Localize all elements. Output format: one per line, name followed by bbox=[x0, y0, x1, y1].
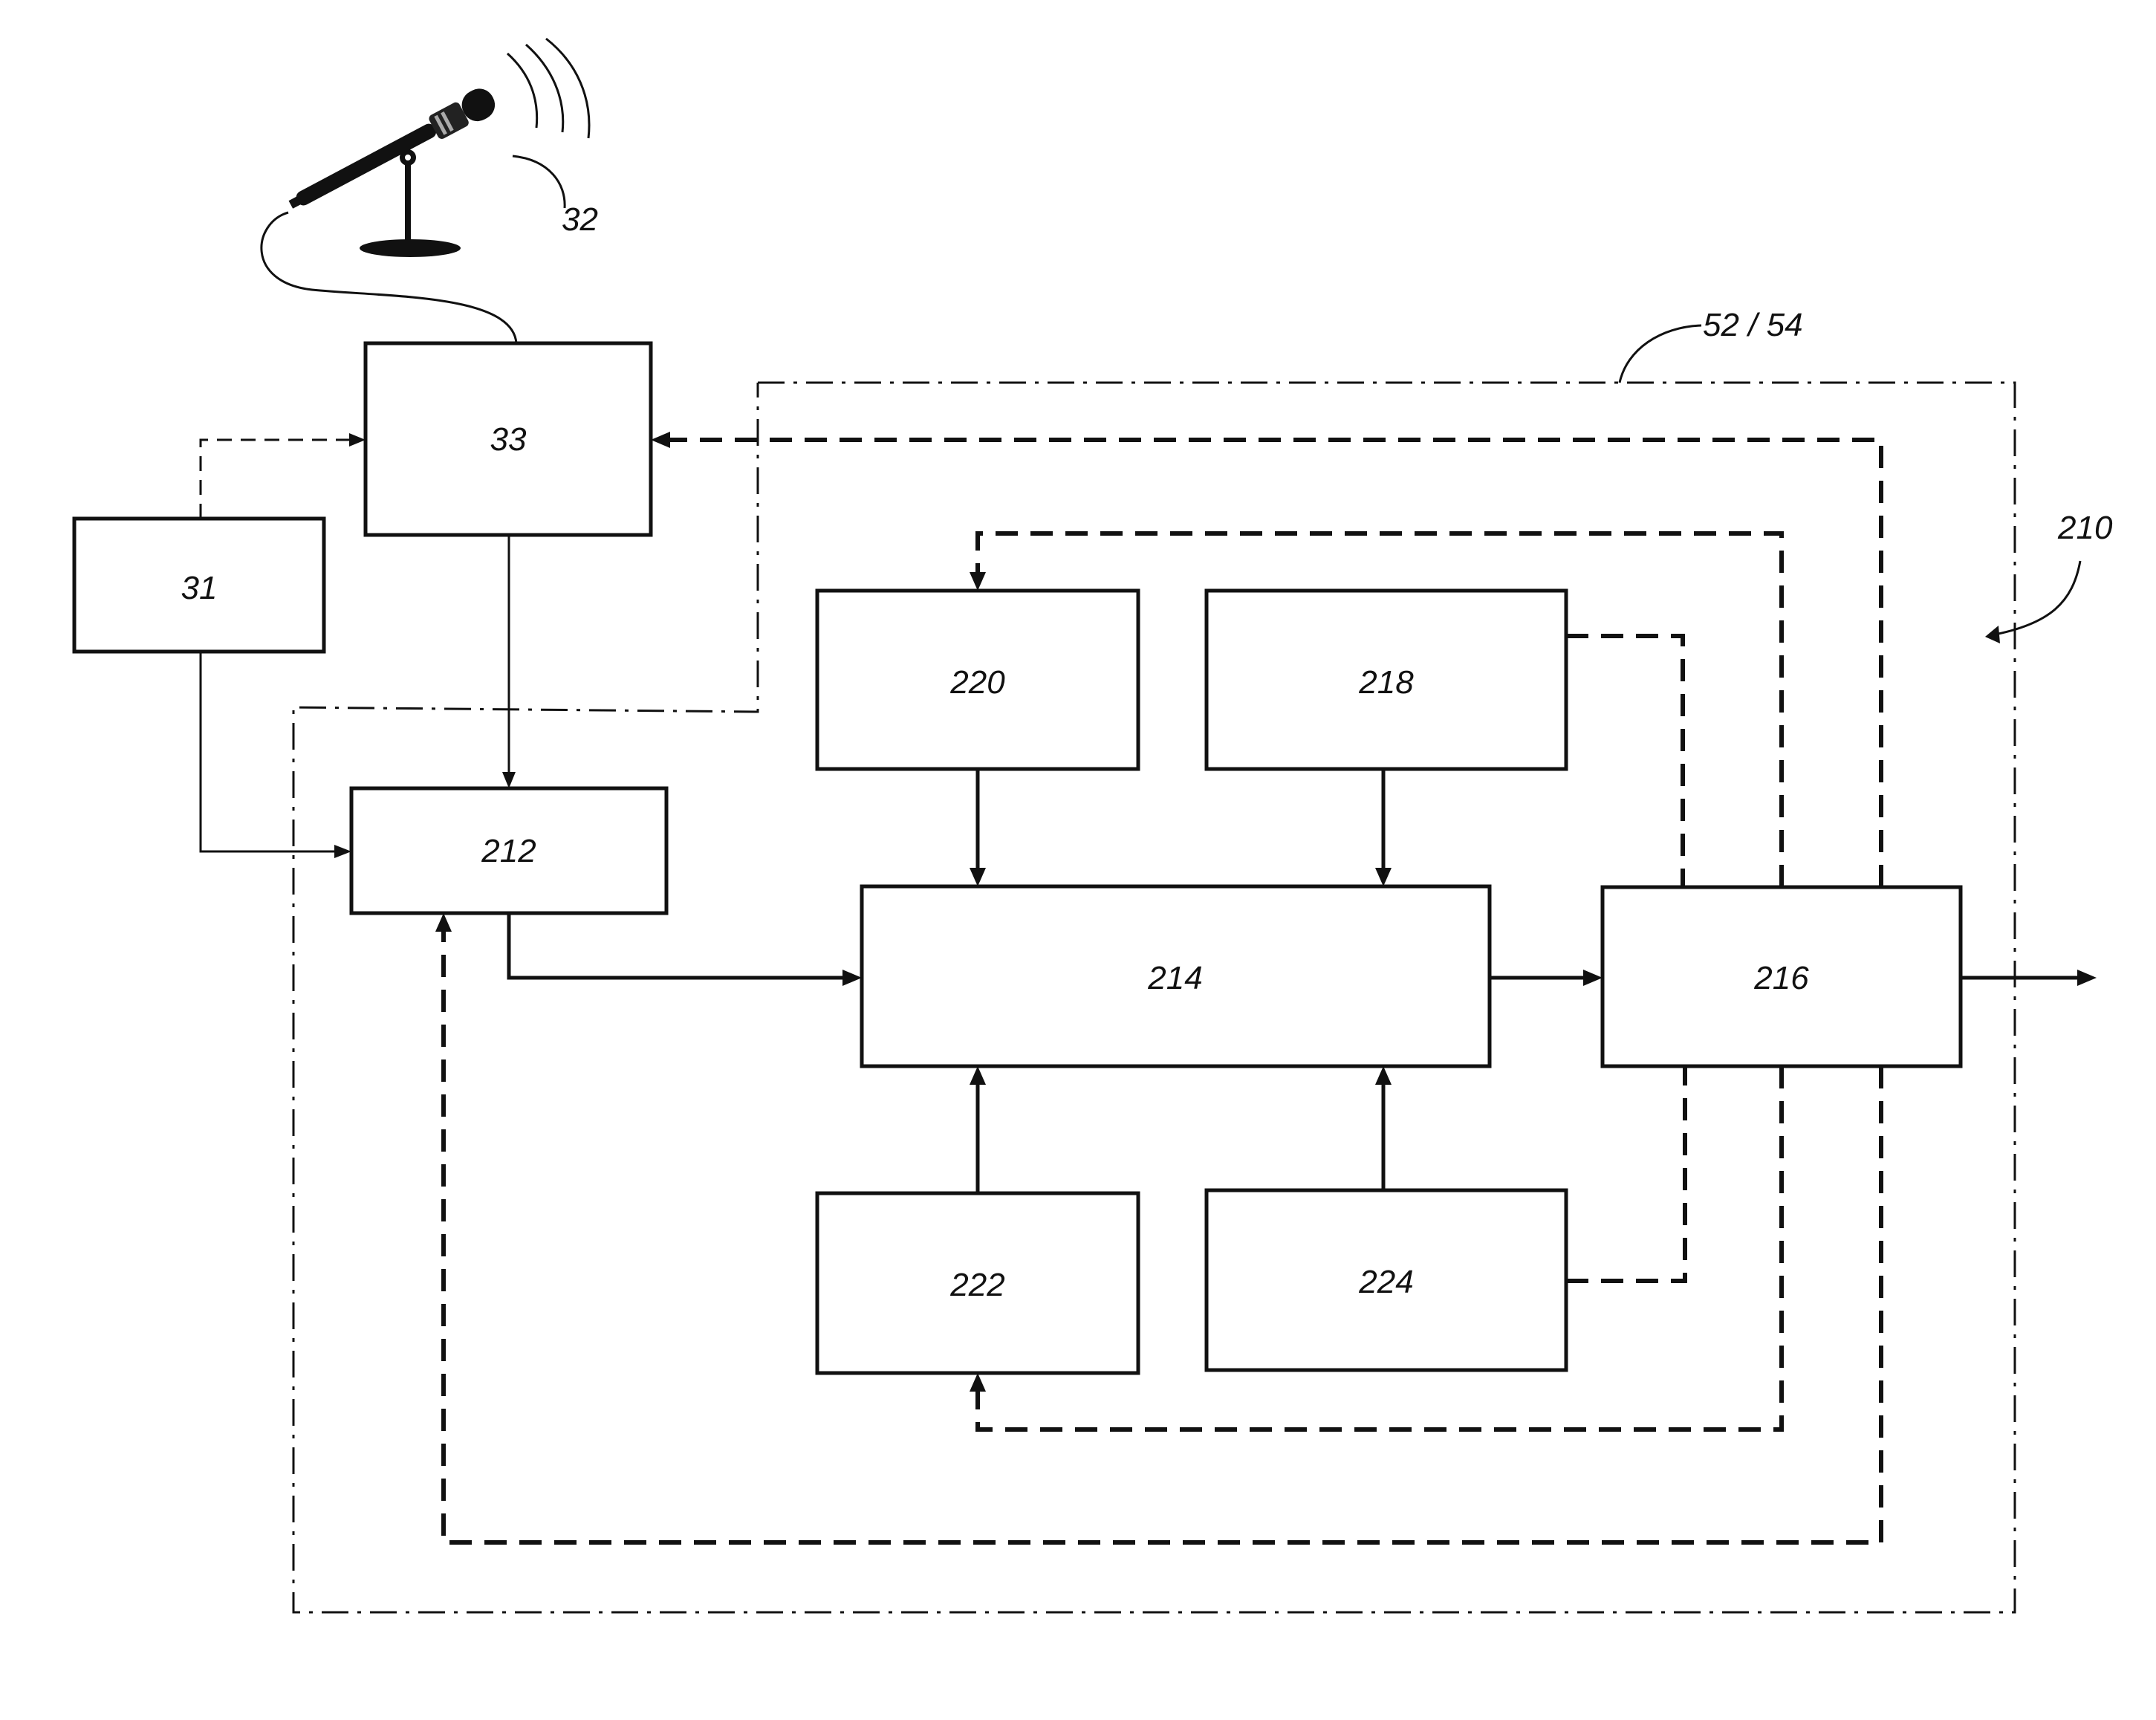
leader-32 bbox=[513, 156, 565, 208]
ref-label-32: 32 bbox=[562, 201, 598, 238]
microphone-icon bbox=[262, 39, 589, 343]
arrowhead-216-to-222 bbox=[970, 1373, 986, 1392]
block-216-label: 216 bbox=[1753, 960, 1809, 996]
ref-label-210: 210 bbox=[2057, 510, 2113, 546]
block-33-label: 33 bbox=[490, 421, 527, 458]
line-31-to-212 bbox=[201, 652, 336, 851]
line-212-to-214 bbox=[509, 913, 844, 978]
arrowhead-214-to-216 bbox=[1583, 970, 1603, 986]
ref-label-52-54: 52 / 54 bbox=[1703, 307, 1803, 343]
arrowhead-224-to-214 bbox=[1375, 1066, 1392, 1085]
arrowhead-216-to-212 bbox=[435, 913, 452, 932]
line-218-to-216 bbox=[1566, 636, 1683, 887]
block-222-label: 222 bbox=[949, 1267, 1004, 1303]
arrowhead-218-to-214 bbox=[1375, 868, 1392, 886]
leader-210 bbox=[1991, 561, 2080, 635]
block-220-label: 220 bbox=[949, 664, 1005, 701]
arrowhead-216-to-33 bbox=[651, 432, 670, 448]
line-31-to-33 bbox=[201, 440, 351, 519]
arrowhead-216-output bbox=[2077, 970, 2097, 986]
leader-52-54 bbox=[1620, 325, 1701, 383]
block-214-label: 214 bbox=[1147, 960, 1202, 996]
arrowhead-33-to-212 bbox=[502, 772, 516, 788]
arrowhead-31-to-212 bbox=[334, 845, 351, 858]
line-224-to-216 bbox=[1566, 1066, 1685, 1281]
arrowhead-222-to-214 bbox=[970, 1066, 986, 1085]
arrowhead-31-to-33 bbox=[349, 433, 366, 447]
arrowhead-210 bbox=[1985, 626, 2000, 643]
arrowhead-216-to-220 bbox=[970, 572, 986, 591]
block-218-label: 218 bbox=[1358, 664, 1414, 701]
block-212-label: 212 bbox=[481, 833, 536, 869]
block-31-label: 31 bbox=[181, 570, 218, 606]
arrowhead-212-to-214 bbox=[842, 970, 862, 986]
arrowhead-220-to-214 bbox=[970, 868, 986, 886]
block-224-label: 224 bbox=[1358, 1264, 1413, 1300]
